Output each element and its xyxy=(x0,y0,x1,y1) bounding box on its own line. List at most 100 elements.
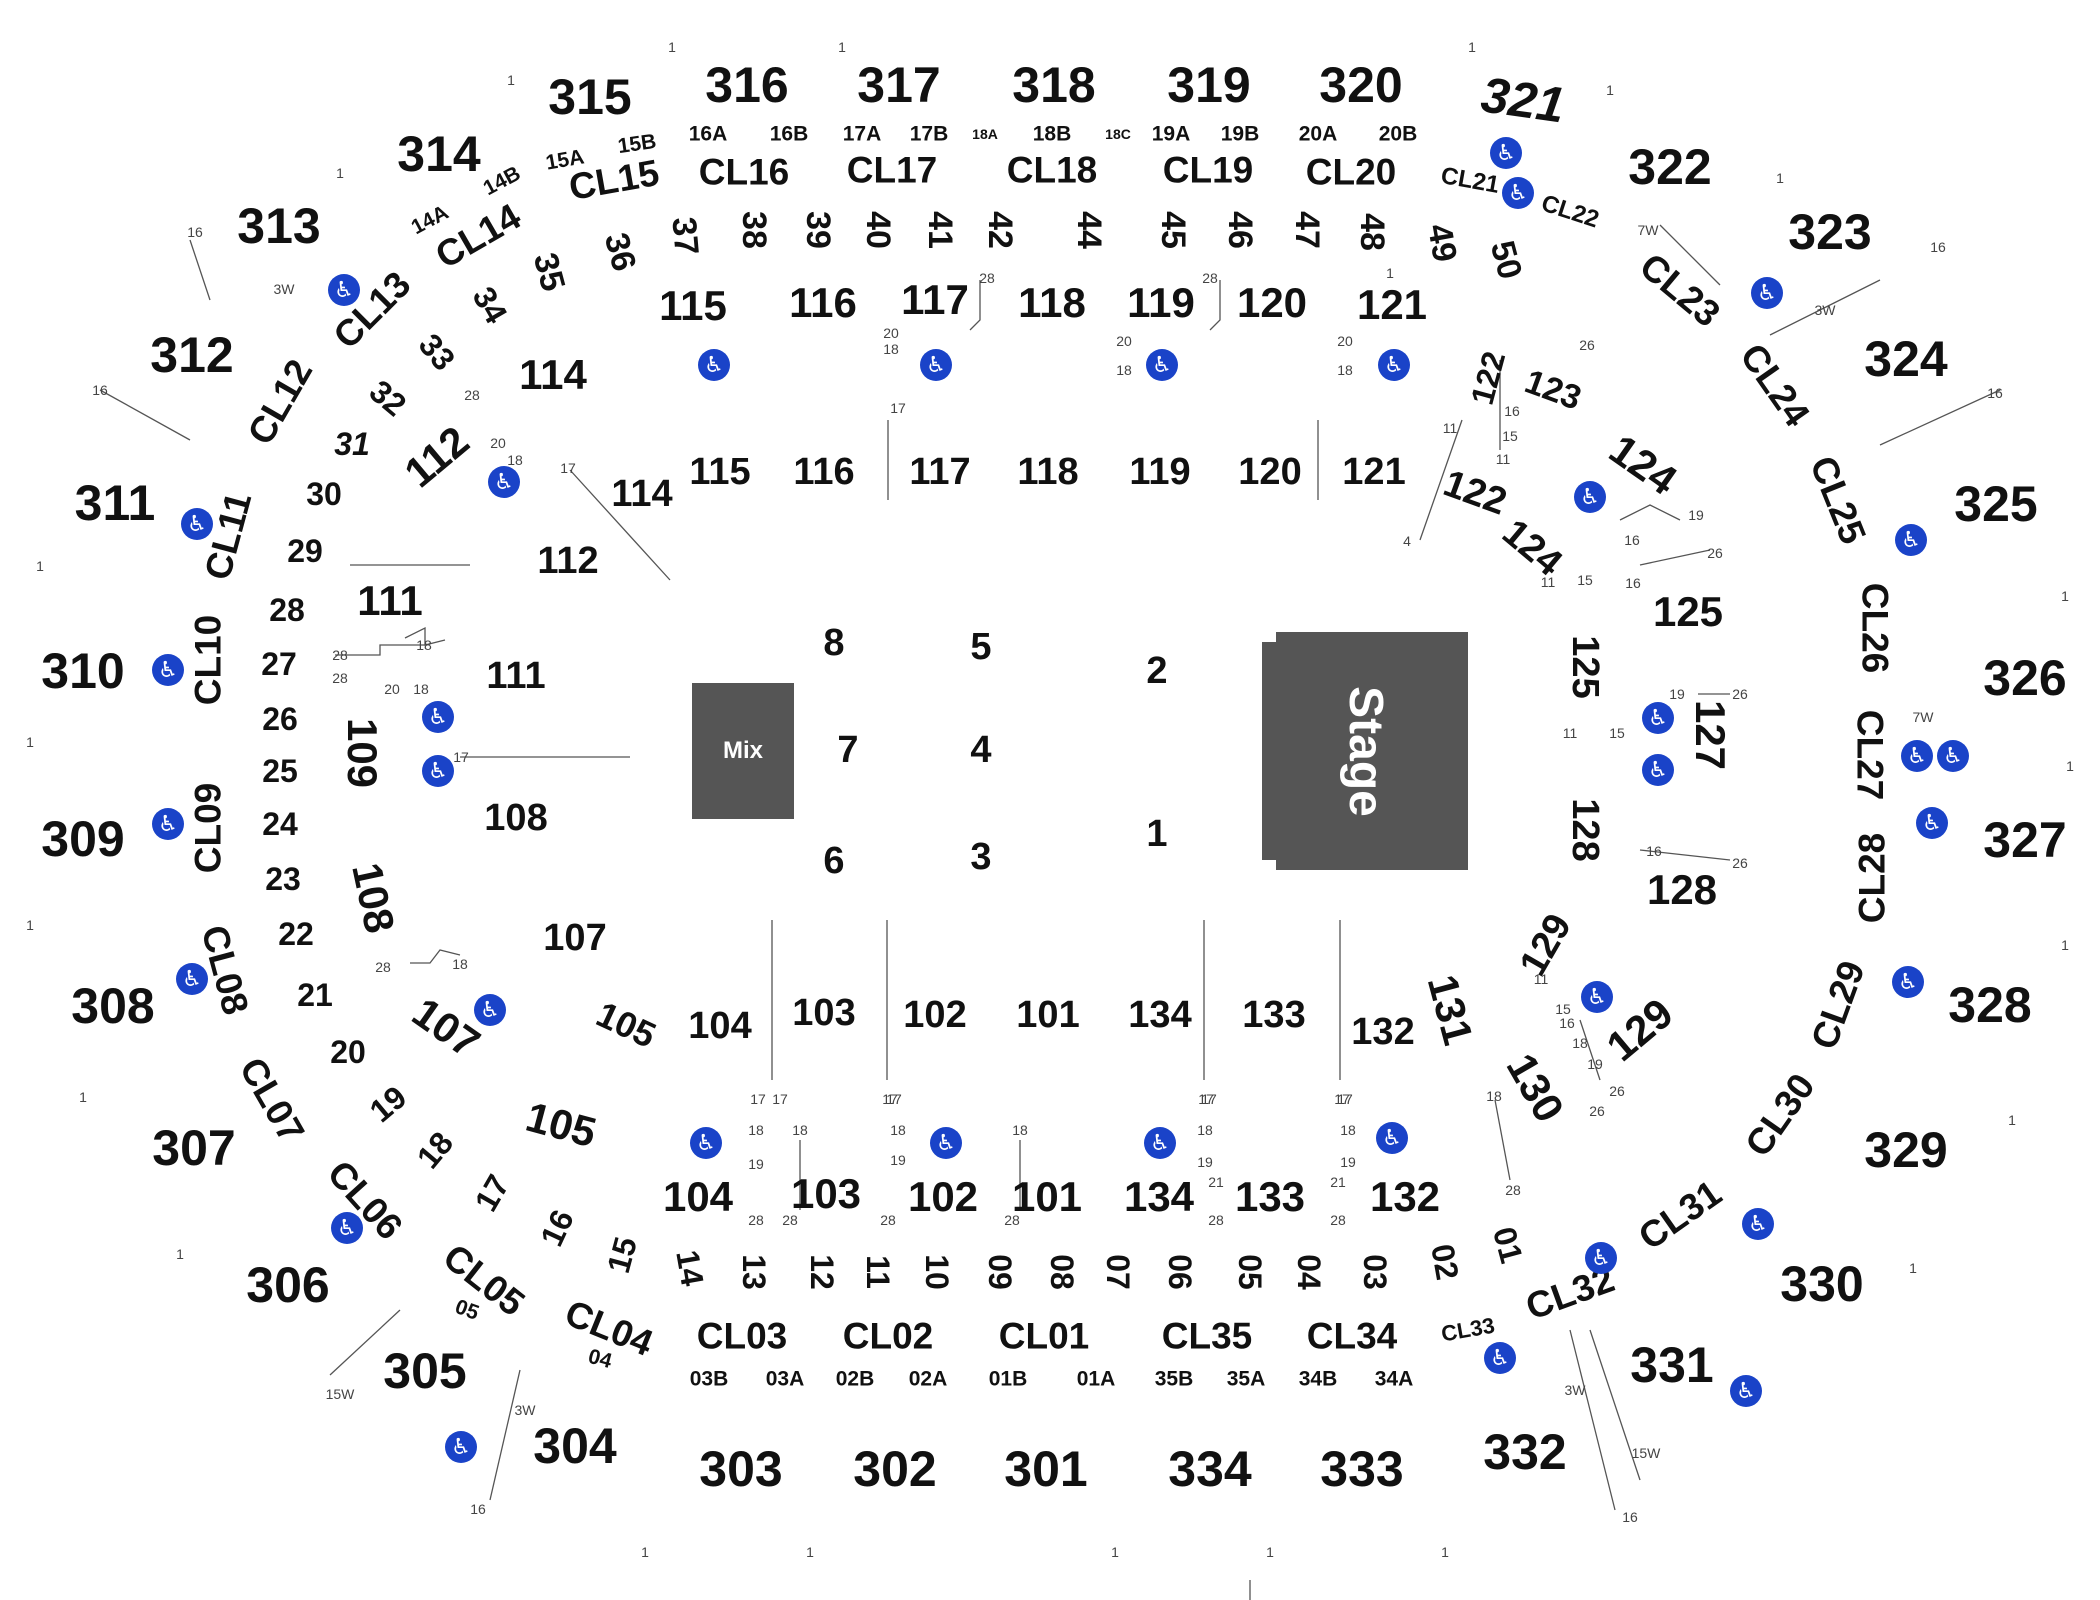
suite-45[interactable]: 45 xyxy=(1154,211,1192,249)
wheelchair-icon[interactable]: ♿ xyxy=(422,701,454,733)
section-128-inner[interactable]: 128 xyxy=(1564,798,1606,862)
section-102-outer[interactable]: 102 xyxy=(907,1173,979,1220)
section-112-inner[interactable]: 112 xyxy=(537,540,599,582)
suite-25[interactable]: 25 xyxy=(262,753,298,789)
section-311[interactable]: 311 xyxy=(74,475,156,531)
wheelchair-icon[interactable]: ♿ xyxy=(331,1212,363,1244)
club-CL20[interactable]: CL20 xyxy=(1305,151,1397,193)
club-sub-02A[interactable]: 02A xyxy=(908,1367,948,1391)
wheelchair-icon[interactable]: ♿ xyxy=(328,274,360,306)
section-132-outer[interactable]: 132 xyxy=(1369,1173,1441,1220)
section-334[interactable]: 334 xyxy=(1168,1441,1252,1497)
suite-21[interactable]: 21 xyxy=(297,977,333,1013)
section-303[interactable]: 303 xyxy=(699,1441,783,1497)
section-133-inner[interactable]: 133 xyxy=(1242,994,1306,1036)
suite-44[interactable]: 44 xyxy=(1070,211,1108,249)
wheelchair-icon[interactable]: ♿ xyxy=(445,1431,477,1463)
section-115-outer[interactable]: 115 xyxy=(659,282,727,329)
wheelchair-icon[interactable]: ♿ xyxy=(152,654,184,686)
wheelchair-icon[interactable]: ♿ xyxy=(1892,966,1924,998)
section-117-outer[interactable]: 117 xyxy=(901,276,969,323)
wheelchair-icon[interactable]: ♿ xyxy=(422,755,454,787)
wheelchair-icon[interactable]: ♿ xyxy=(181,508,213,540)
club-sub-35B[interactable]: 35B xyxy=(1154,1367,1194,1391)
section-125-inner[interactable]: 125 xyxy=(1564,635,1606,699)
floor-section-4[interactable]: 4 xyxy=(970,729,992,771)
section-125-outer[interactable]: 125 xyxy=(1652,588,1724,635)
section-327[interactable]: 327 xyxy=(1983,812,2067,868)
wheelchair-icon[interactable]: ♿ xyxy=(1144,1127,1176,1159)
club-CL26[interactable]: CL26 xyxy=(1854,582,1896,674)
section-117-inner[interactable]: 117 xyxy=(909,451,971,493)
club-sub-19A[interactable]: 19A xyxy=(1151,122,1191,146)
section-304[interactable]: 304 xyxy=(533,1418,617,1474)
section-315[interactable]: 315 xyxy=(548,69,632,125)
section-319[interactable]: 319 xyxy=(1167,57,1251,113)
suite-22[interactable]: 22 xyxy=(278,916,314,952)
club-sub-18C[interactable]: 18C xyxy=(1105,126,1131,142)
section-322[interactable]: 322 xyxy=(1628,139,1712,195)
wheelchair-icon[interactable]: ♿ xyxy=(930,1127,962,1159)
section-332[interactable]: 332 xyxy=(1483,1424,1567,1480)
section-333[interactable]: 333 xyxy=(1320,1441,1404,1497)
section-101-inner[interactable]: 101 xyxy=(1016,994,1080,1036)
club-sub-03B[interactable]: 03B xyxy=(689,1367,729,1391)
section-107-inner[interactable]: 107 xyxy=(543,917,607,959)
club-sub-02B[interactable]: 02B xyxy=(835,1367,875,1391)
section-101-outer[interactable]: 101 xyxy=(1011,1173,1083,1220)
suite-04[interactable]: 04 xyxy=(1291,1254,1327,1290)
suite-39[interactable]: 39 xyxy=(799,211,837,249)
club-sub-20A[interactable]: 20A xyxy=(1298,122,1338,146)
club-sub-18B[interactable]: 18B xyxy=(1032,122,1072,146)
club-CL16[interactable]: CL16 xyxy=(698,151,790,193)
section-312[interactable]: 312 xyxy=(150,327,234,383)
club-CL18[interactable]: CL18 xyxy=(1006,149,1098,191)
section-133-outer[interactable]: 133 xyxy=(1234,1173,1306,1220)
wheelchair-icon[interactable]: ♿ xyxy=(1937,740,1969,772)
wheelchair-icon[interactable]: ♿ xyxy=(1916,807,1948,839)
club-sub-18A[interactable]: 18A xyxy=(972,126,998,142)
club-CL35[interactable]: CL35 xyxy=(1161,1315,1253,1357)
suite-02[interactable]: 02 xyxy=(1424,1241,1466,1283)
section-103-inner[interactable]: 103 xyxy=(792,992,856,1034)
section-103-outer[interactable]: 103 xyxy=(790,1170,862,1217)
club-sub-16A[interactable]: 16A xyxy=(688,122,728,146)
section-326[interactable]: 326 xyxy=(1983,650,2067,706)
section-118-inner[interactable]: 118 xyxy=(1017,451,1079,493)
floor-section-6[interactable]: 6 xyxy=(823,840,845,882)
section-306[interactable]: 306 xyxy=(246,1257,330,1313)
section-331[interactable]: 331 xyxy=(1630,1337,1714,1393)
section-320[interactable]: 320 xyxy=(1319,57,1403,113)
suite-49[interactable]: 49 xyxy=(1420,221,1464,265)
suite-12[interactable]: 12 xyxy=(804,1254,840,1290)
wheelchair-icon[interactable]: ♿ xyxy=(1585,1242,1617,1274)
wheelchair-icon[interactable]: ♿ xyxy=(1146,349,1178,381)
suite-41[interactable]: 41 xyxy=(921,211,959,249)
club-CL01[interactable]: CL01 xyxy=(998,1315,1090,1357)
wheelchair-icon[interactable]: ♿ xyxy=(698,349,730,381)
club-sub-34A[interactable]: 34A xyxy=(1374,1367,1414,1391)
suite-08[interactable]: 08 xyxy=(1044,1254,1080,1290)
suite-10[interactable]: 10 xyxy=(919,1254,955,1290)
suite-05[interactable]: 05 xyxy=(1232,1254,1268,1290)
wheelchair-icon[interactable]: ♿ xyxy=(488,466,520,498)
section-120-outer[interactable]: 120 xyxy=(1236,279,1308,326)
floor-section-7[interactable]: 7 xyxy=(837,729,859,771)
section-309[interactable]: 309 xyxy=(41,811,125,867)
suite-07[interactable]: 07 xyxy=(1100,1254,1136,1290)
section-313[interactable]: 313 xyxy=(237,198,321,254)
section-128-outer[interactable]: 128 xyxy=(1646,866,1718,913)
suite-09[interactable]: 09 xyxy=(982,1254,1018,1290)
floor-section-2[interactable]: 2 xyxy=(1146,650,1168,692)
suite-38[interactable]: 38 xyxy=(735,211,773,249)
section-120-inner[interactable]: 120 xyxy=(1238,451,1302,493)
club-CL02[interactable]: CL02 xyxy=(842,1315,934,1357)
suite-23[interactable]: 23 xyxy=(265,861,301,897)
section-308[interactable]: 308 xyxy=(71,978,155,1034)
suite-20[interactable]: 20 xyxy=(330,1034,366,1070)
wheelchair-icon[interactable]: ♿ xyxy=(920,349,952,381)
wheelchair-icon[interactable]: ♿ xyxy=(1730,1375,1762,1407)
suite-13[interactable]: 13 xyxy=(736,1254,772,1290)
floor-section-3[interactable]: 3 xyxy=(970,836,992,878)
wheelchair-icon[interactable]: ♿ xyxy=(1895,524,1927,556)
